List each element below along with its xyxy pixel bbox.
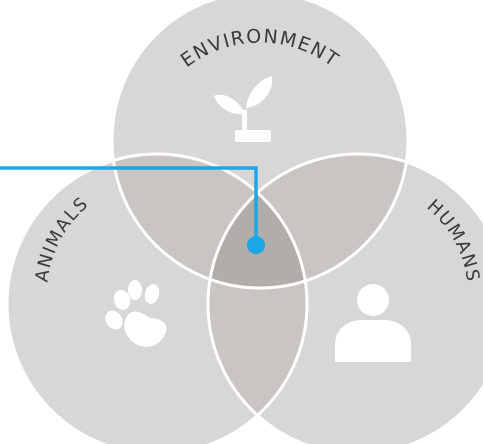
paw-icon <box>105 280 167 347</box>
sprout-icon <box>214 76 273 142</box>
animals-outline <box>5 152 309 444</box>
person-icon <box>335 284 411 362</box>
humans-outline <box>206 152 483 444</box>
pointer-dot <box>247 236 265 254</box>
pointer-line <box>0 166 258 243</box>
overlap-center <box>208 154 307 288</box>
environment-outline <box>110 0 410 290</box>
